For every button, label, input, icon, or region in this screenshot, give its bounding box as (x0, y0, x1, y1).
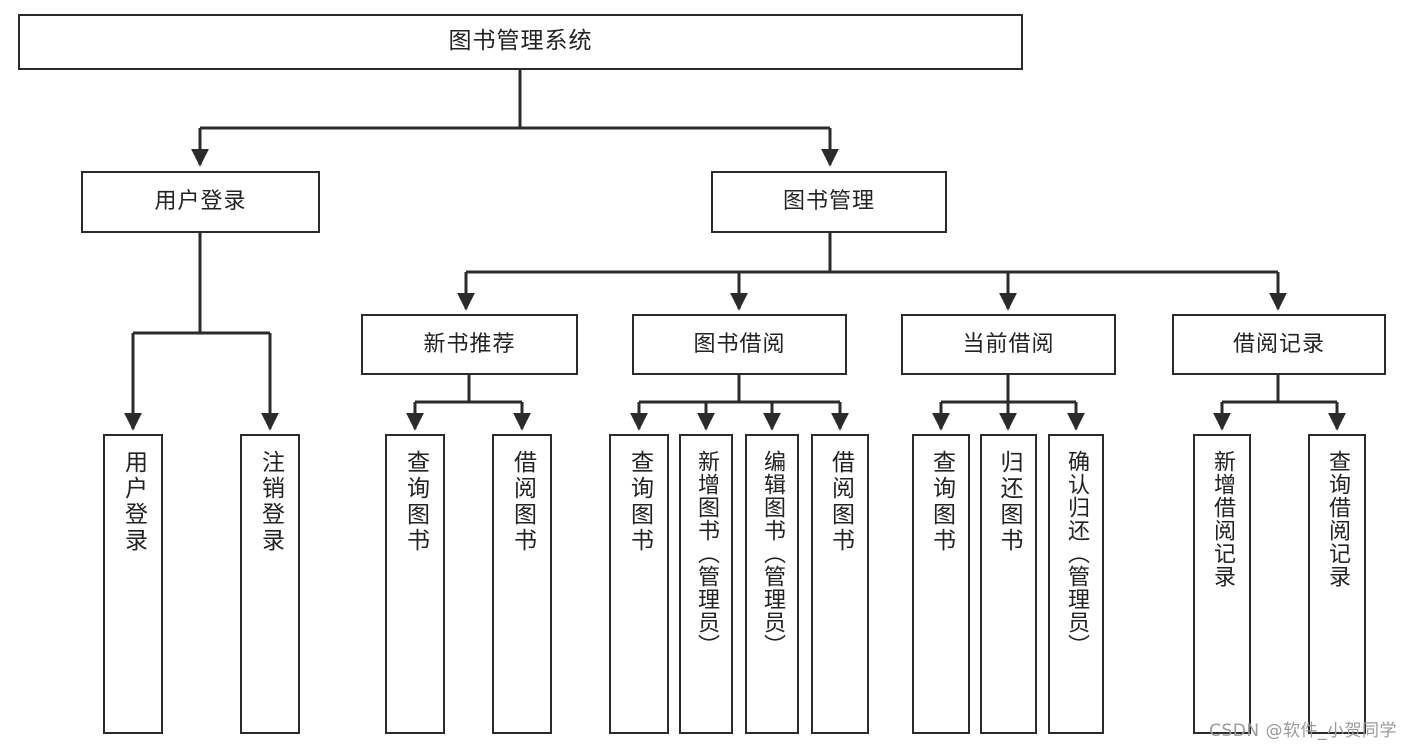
node-leaf-edit-book-label: 编辑图书（管理员） (760, 450, 785, 657)
node-leaf-logout-label: 注销登录 (257, 450, 284, 554)
node-user-login-label: 用户登录 (154, 189, 247, 215)
node-leaf-add-book[interactable]: 新增图书（管理员） (679, 434, 733, 734)
node-root-label: 图书管理系统 (448, 28, 593, 55)
node-leaf-query-book-1[interactable]: 查询图书 (385, 434, 445, 734)
node-borrow-record-label: 借阅记录 (1232, 331, 1325, 357)
node-leaf-confirm-return[interactable]: 确认归还（管理员） (1048, 434, 1104, 734)
node-leaf-query-book-2[interactable]: 查询图书 (609, 434, 669, 734)
node-leaf-query-book-3[interactable]: 查询图书 (912, 434, 970, 734)
node-leaf-user-login-label: 用户登录 (120, 450, 147, 554)
node-leaf-query-book-1-label: 查询图书 (402, 450, 429, 554)
node-leaf-borrow-book-2-label: 借阅图书 (827, 450, 854, 554)
node-book-borrow-label: 图书借阅 (693, 331, 786, 357)
node-leaf-add-book-label: 新增图书（管理员） (694, 450, 719, 657)
node-leaf-query-book-2-label: 查询图书 (626, 450, 653, 554)
node-leaf-return-book-label: 归还图书 (996, 450, 1022, 554)
node-new-book-rec-label: 新书推荐 (423, 331, 516, 357)
node-borrow-record[interactable]: 借阅记录 (1172, 314, 1386, 375)
node-leaf-logout[interactable]: 注销登录 (240, 434, 300, 734)
node-book-manage[interactable]: 图书管理 (711, 171, 947, 233)
node-root[interactable]: 图书管理系统 (18, 14, 1023, 70)
node-leaf-user-login[interactable]: 用户登录 (103, 434, 163, 734)
node-leaf-query-book-3-label: 查询图书 (928, 450, 955, 554)
node-leaf-return-book[interactable]: 归还图书 (980, 434, 1037, 734)
node-book-manage-label: 图书管理 (782, 189, 875, 215)
node-leaf-add-record[interactable]: 新增借阅记录 (1193, 434, 1251, 734)
node-current-borrow-label: 当前借阅 (962, 331, 1055, 357)
watermark: CSDN @软件_小贺同学 (1209, 721, 1397, 741)
node-leaf-borrow-book-1-label: 借阅图书 (509, 450, 536, 554)
node-current-borrow[interactable]: 当前借阅 (901, 314, 1116, 375)
node-leaf-add-record-label: 新增借阅记录 (1210, 450, 1235, 588)
node-leaf-query-record-label: 查询借阅记录 (1325, 450, 1350, 588)
node-leaf-borrow-book-1[interactable]: 借阅图书 (492, 434, 552, 734)
node-book-borrow[interactable]: 图书借阅 (632, 314, 847, 375)
node-leaf-borrow-book-2[interactable]: 借阅图书 (811, 434, 869, 734)
node-user-login[interactable]: 用户登录 (81, 171, 320, 233)
node-leaf-edit-book[interactable]: 编辑图书（管理员） (745, 434, 799, 734)
node-new-book-rec[interactable]: 新书推荐 (361, 314, 578, 375)
node-leaf-query-record[interactable]: 查询借阅记录 (1308, 434, 1366, 734)
node-leaf-confirm-return-label: 确认归还（管理员） (1064, 450, 1089, 657)
